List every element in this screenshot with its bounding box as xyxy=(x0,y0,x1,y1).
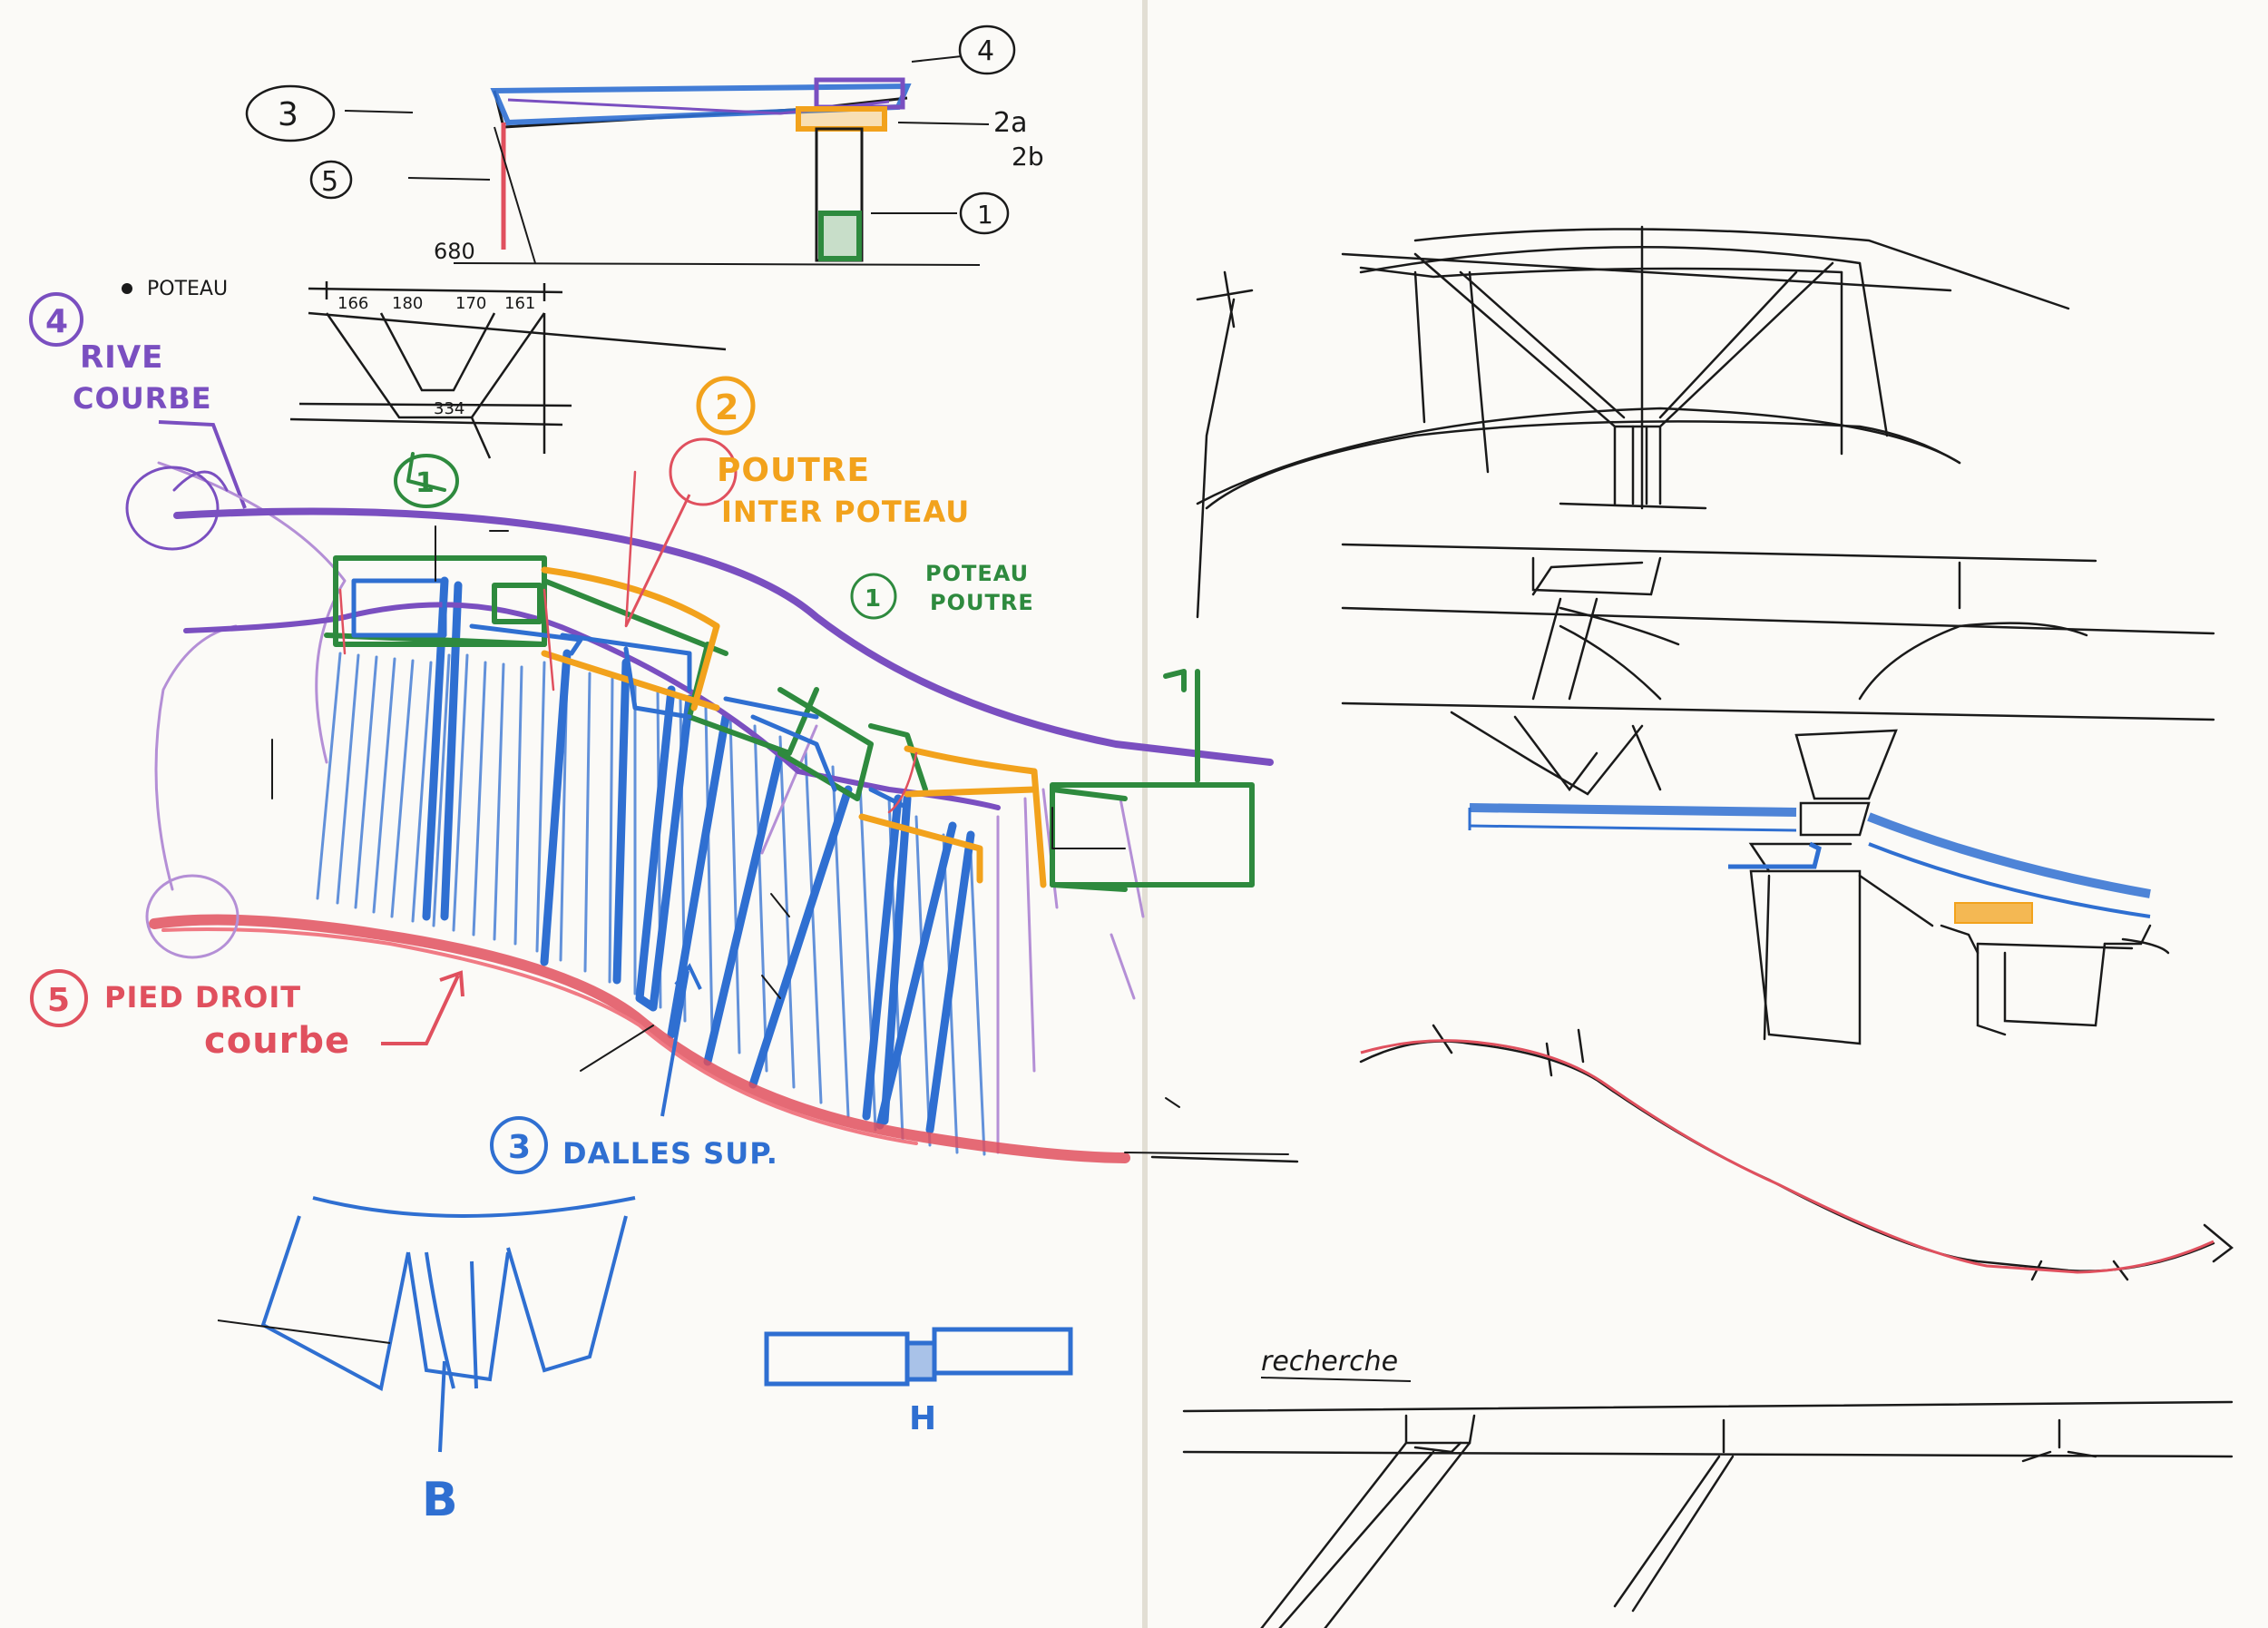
poutre-label-line1: POUTRE xyxy=(717,452,870,489)
pied-number: 5 xyxy=(47,982,71,1019)
dalles-hatching xyxy=(316,652,986,1156)
recherche-note: recherche xyxy=(1261,1346,1398,1378)
poteau-dim-4: 161 xyxy=(504,294,535,313)
pied-arrow xyxy=(381,970,464,1045)
poteau-number-circle xyxy=(394,454,459,508)
dalles-arrow xyxy=(660,963,702,1117)
dalles-detail-sketch xyxy=(260,1196,636,1453)
purple-rive-edge-top xyxy=(173,507,1274,766)
left-green-bracket xyxy=(406,452,446,492)
main-curved-structure xyxy=(125,452,1289,1163)
red-construction-lines xyxy=(338,470,918,814)
pied-droit-line1: PIED DROIT xyxy=(104,980,301,1015)
lower-left-circle-marker xyxy=(145,874,240,959)
poteau-number: 1 xyxy=(415,467,435,499)
poutre-number-circle xyxy=(696,376,756,436)
purple-rive-edge-bottom xyxy=(183,602,1001,810)
rive-number: 4 xyxy=(45,303,69,340)
dalles-number-circle xyxy=(490,1116,548,1174)
left-circle-marker xyxy=(125,466,220,551)
poutre-label-line2: INTER POTEAU xyxy=(721,495,970,529)
poutre-number: 2 xyxy=(715,387,739,427)
dalles-number: 3 xyxy=(508,1129,532,1166)
rive-courbe-line2: COURBE xyxy=(73,381,212,416)
dalles-detail-ground xyxy=(217,1319,391,1344)
callout-1-number: 1 xyxy=(977,200,993,230)
callout-2a-label: 2a xyxy=(993,107,1027,139)
poteau-detail xyxy=(289,281,727,459)
recherche-underline xyxy=(1260,1377,1412,1382)
callout-5-number: 5 xyxy=(321,166,338,198)
pied-droit-curve xyxy=(149,914,1130,1163)
callout-3-number: 3 xyxy=(278,96,298,133)
h-section-letter: H xyxy=(909,1400,937,1437)
rive-leader xyxy=(158,420,247,509)
left-circle-hook xyxy=(172,470,229,492)
right-page-sketches xyxy=(1150,225,2234,1628)
black-pencil-hints xyxy=(271,525,1289,1155)
poutre-red-leader xyxy=(624,494,691,627)
callout-4-number: 4 xyxy=(977,35,994,67)
poteau-title: POTEAU xyxy=(147,278,228,300)
lilac-guide-lines xyxy=(154,461,1145,1154)
dalles-detail-letter: B xyxy=(422,1473,459,1527)
poteau-bottom-dim: 334 xyxy=(434,399,464,418)
rive-number-circle xyxy=(29,292,83,347)
pied-droit-curve-inner xyxy=(161,927,918,1145)
poteau-dim-1: 166 xyxy=(337,294,368,313)
poteau-dim-3: 170 xyxy=(455,294,486,313)
h-section-sketch xyxy=(764,1327,1073,1387)
poteau-poutre-line1: POTEAU xyxy=(925,561,1029,586)
callout-2b-label: 2b xyxy=(1012,142,1044,172)
poteau-poutre-circle xyxy=(850,573,897,620)
rive-courbe-line1: RIVE xyxy=(80,339,163,376)
dalles-label: DALLES SUP. xyxy=(562,1136,778,1171)
poutre-red-circle xyxy=(669,437,738,506)
poteau-bullet xyxy=(122,283,132,294)
poteau-dim-2: 180 xyxy=(392,294,423,313)
poteau-poutre-line2: POUTRE xyxy=(930,590,1034,615)
pied-droit-line2: courbe xyxy=(204,1020,350,1062)
top-callouts xyxy=(245,25,1016,235)
top-dimension: 680 xyxy=(434,239,475,264)
right-page-colored-accents xyxy=(1360,801,2214,1274)
blue-column-strokes xyxy=(422,576,975,1134)
poteau-poutre-number: 1 xyxy=(865,585,882,613)
blue-beam-outlines xyxy=(351,578,910,810)
top-section-drawing xyxy=(344,55,990,266)
pied-number-circle xyxy=(30,969,88,1027)
